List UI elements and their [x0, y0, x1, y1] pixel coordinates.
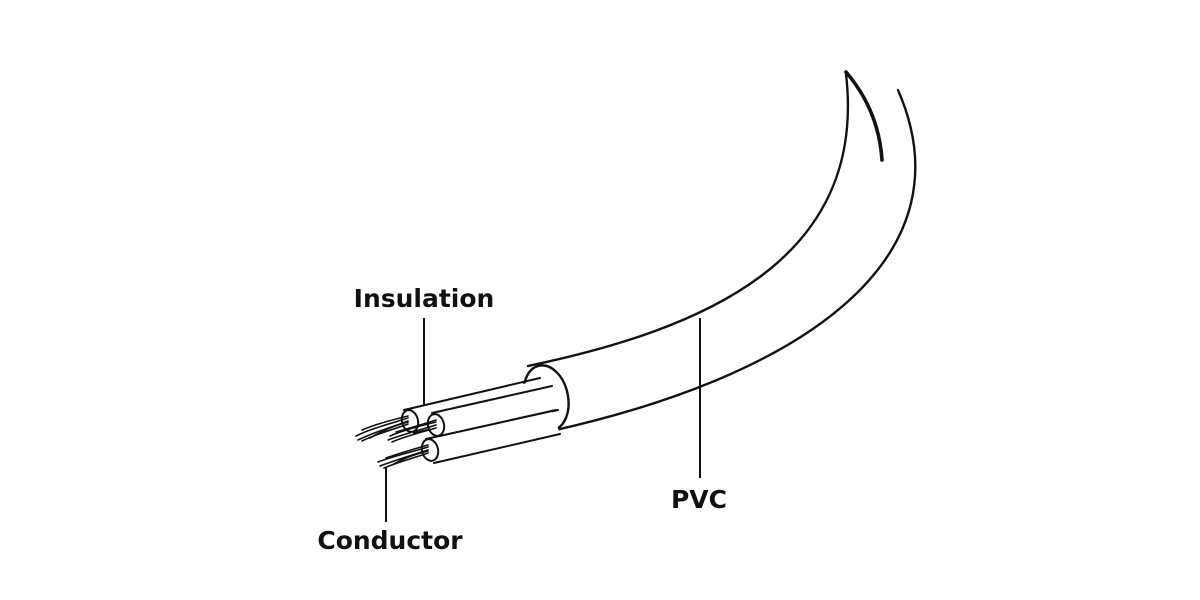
leader-lines	[385, 318, 701, 522]
insulation-core-lower-bottom-edge	[433, 433, 561, 464]
conductor-strands-upper	[355, 415, 437, 443]
insulation-core-middle	[432, 388, 556, 436]
insulation-label: Insulation	[354, 284, 495, 313]
pvc-jacket-top-thick-edge	[844, 70, 884, 162]
conductor-strands-lower	[377, 444, 429, 469]
pvc-jacket-body	[528, 74, 916, 430]
pvc-label: PVC	[671, 485, 727, 514]
insulation-core-lower	[426, 412, 560, 462]
conductor-strands	[355, 415, 437, 469]
insulation-core-middle-top-edge	[431, 385, 553, 414]
pvc-jacket	[522, 70, 917, 432]
insulation-core-upper-top-edge	[403, 377, 541, 411]
pvc-jacket-top-edge	[526, 72, 849, 368]
conductor-label: Conductor	[317, 526, 463, 555]
pvc-jacket-bottom-edge	[554, 88, 917, 432]
insulation-core-lower-top-edge	[425, 409, 557, 440]
